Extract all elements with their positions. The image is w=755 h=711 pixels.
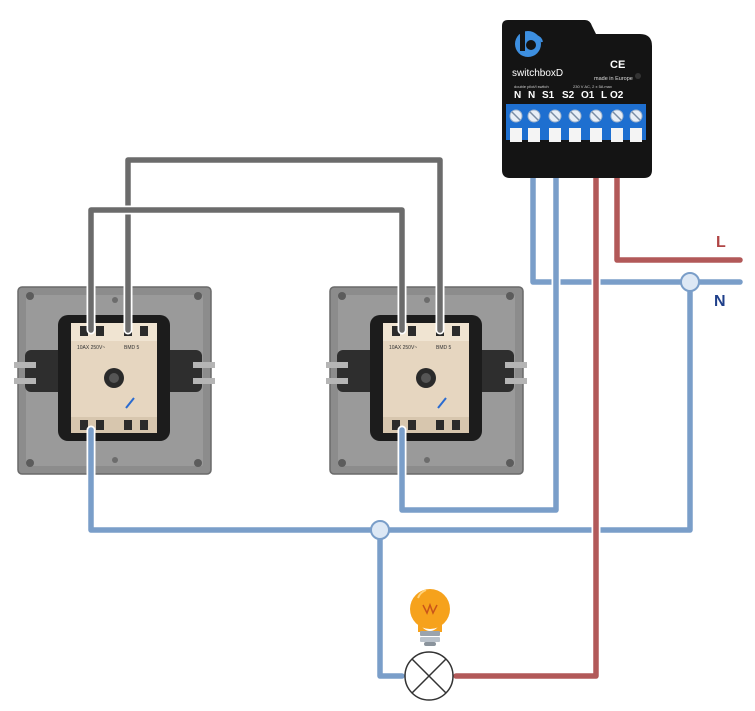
live-feed-wire	[614, 147, 743, 263]
wall-switch-2: 10AX 250V~ BMD 5	[326, 286, 527, 475]
switchbox-logo-icon	[515, 31, 543, 57]
traveler-wire-1	[125, 157, 443, 333]
terminal-label-o2: O2	[610, 90, 624, 101]
wall-switch-1: 10AX 250V~ BMD 5	[14, 286, 215, 475]
terminal-label-s1: S1	[542, 90, 555, 101]
lamp-neutral-wire	[377, 527, 405, 679]
neutral-bus-wire	[88, 279, 693, 533]
switch-2-rating: 10AX 250V~	[389, 345, 417, 351]
traveler-wires	[86, 155, 445, 335]
terminal-label-l: L	[601, 90, 607, 101]
module-brand: switchboxD	[512, 68, 563, 79]
switch-1-model: BMD 5	[124, 345, 140, 351]
terminal-label-n1: N	[514, 90, 521, 101]
terminal-label-n2: N	[528, 90, 535, 101]
traveler-wire-2	[88, 207, 405, 333]
terminal-label-o1: O1	[581, 90, 595, 101]
junction-neutral	[680, 272, 700, 292]
lamp-live-wire	[453, 147, 599, 679]
junction-lamp	[370, 520, 390, 540]
live-wires	[451, 145, 745, 681]
switch-1-rating: 10AX 250V~	[77, 345, 105, 351]
terminal-label-s2: S2	[562, 90, 575, 101]
live-label: L	[716, 234, 726, 251]
neutral-label: N	[714, 293, 726, 310]
neutral-feed-wire	[530, 147, 743, 285]
switch-2-model: BMD 5	[436, 345, 452, 351]
lamp-symbol	[404, 651, 454, 701]
ce-mark: CE	[610, 59, 625, 71]
made-in: made in Europe	[594, 76, 633, 82]
bulb-icon	[410, 589, 450, 646]
switchbox-module: switchboxD CE made in Europe double pilo…	[502, 20, 652, 178]
module-spec-right: 230 V AC, 2 x 5A max	[573, 84, 612, 89]
module-spec-left: double pilot/l switch	[514, 84, 549, 89]
s2-signal-wire	[399, 147, 559, 513]
neutral-wires	[86, 145, 745, 681]
